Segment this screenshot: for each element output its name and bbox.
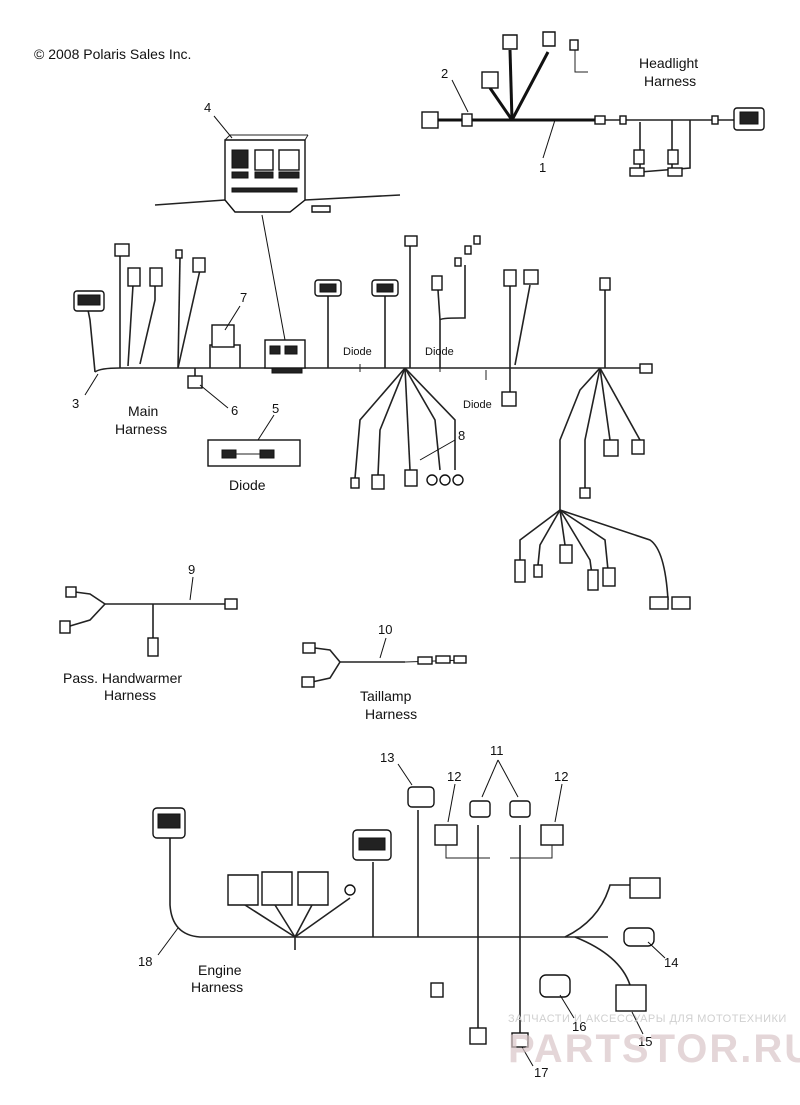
watermark-line-2: PARTSTOR.RU [508, 1027, 800, 1071]
callout-11: 11 [490, 743, 504, 758]
callout-14: 14 [664, 955, 678, 970]
callout-10: 10 [378, 622, 392, 637]
callout-8: 8 [458, 428, 465, 443]
callout-12-left: 12 [447, 769, 461, 784]
taillamp-label-2: Harness [365, 706, 417, 722]
callout-16: 16 [572, 1019, 586, 1034]
taillamp-harness [301, 642, 467, 688]
main-label-1: Main [128, 403, 158, 419]
callouts: 1 2 3 4 5 6 7 8 9 10 11 12 12 13 14 15 1… [72, 66, 678, 1080]
handwarmer-label-1: Pass. Handwarmer [63, 670, 182, 686]
main-harness [73, 214, 691, 610]
callout-2: 2 [441, 66, 448, 81]
callout-18: 18 [138, 954, 152, 969]
diode-module [207, 439, 301, 467]
callout-17: 17 [534, 1065, 548, 1080]
inline-diode-2: Diode [425, 346, 454, 358]
fuse-box [154, 134, 401, 213]
headlight-label-1: Headlight [639, 55, 698, 71]
watermark-line-1: ЗАПЧАСТИ И АКСЕССУАРЫ ДЛЯ МОТОТЕХНИКИ [508, 1013, 787, 1025]
callout-12-right: 12 [554, 769, 568, 784]
callout-3: 3 [72, 396, 79, 411]
watermark: ЗАПЧАСТИ И АКСЕССУАРЫ ДЛЯ МОТОТЕХНИКИ PA… [508, 1013, 800, 1071]
engine-label-2: Harness [191, 979, 243, 995]
callout-7: 7 [240, 290, 247, 305]
callout-1: 1 [539, 160, 546, 175]
pass-handwarmer-harness [59, 586, 238, 657]
headlight-label-2: Harness [644, 73, 696, 89]
main-label-2: Harness [115, 421, 167, 437]
copyright-text: © 2008 Polaris Sales Inc. [34, 46, 191, 62]
callout-6: 6 [231, 403, 238, 418]
callout-13: 13 [380, 750, 394, 765]
inline-diode-1: Diode [343, 346, 372, 358]
callout-9: 9 [188, 562, 195, 577]
engine-label-1: Engine [198, 962, 242, 978]
callout-15: 15 [638, 1034, 652, 1049]
handwarmer-label-2: Harness [104, 687, 156, 703]
headlight-harness [421, 31, 765, 177]
engine-harness [152, 786, 661, 1048]
inline-diode-3: Diode [463, 399, 492, 411]
diode-label: Diode [229, 477, 266, 493]
callout-4: 4 [204, 100, 211, 115]
taillamp-label-1: Taillamp [360, 688, 412, 704]
callout-5: 5 [272, 401, 279, 416]
